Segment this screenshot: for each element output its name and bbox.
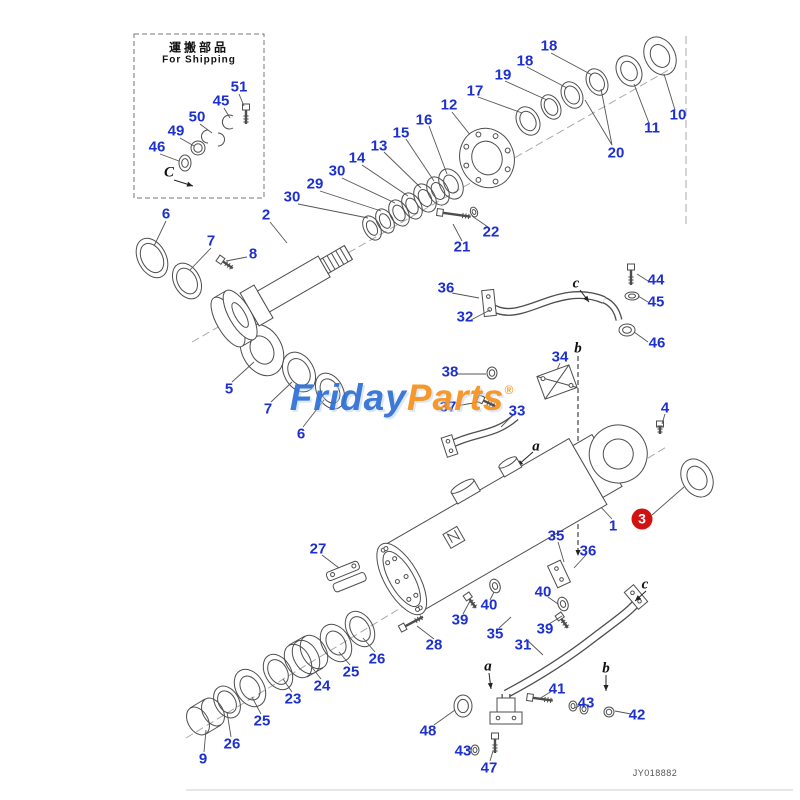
watermark-brand-first: Friday (289, 377, 407, 418)
part-number-callout-14: 14 (348, 149, 366, 167)
part-number-callout-1: 1 (608, 517, 618, 535)
part-number-callout-48: 48 (419, 722, 437, 740)
part-number-callout-39: 39 (536, 620, 554, 638)
part-number-callout-39: 39 (451, 611, 469, 629)
reference-letter-b: b (574, 340, 582, 357)
part-number-callout-36: 36 (579, 542, 597, 560)
part-number-callout-40: 40 (480, 596, 498, 614)
part-number-callout-37: 37 (439, 398, 457, 416)
part-number-callout-5: 5 (224, 380, 234, 398)
part-number-callout-6: 6 (161, 205, 171, 223)
drawing-base (133, 33, 793, 791)
part-number-callout-46: 46 (148, 138, 166, 156)
cylinder-tube-assembly (376, 424, 648, 616)
watermark: FridayParts® (290, 377, 514, 419)
part-number-callout-46: 46 (648, 334, 666, 352)
reference-letter-b: b (602, 660, 610, 677)
part-number-callout-11: 11 (644, 119, 660, 137)
shipping-box-title-jp: 運搬部品 (168, 40, 230, 55)
part-number-callout-15: 15 (392, 124, 410, 142)
part-number-callout-42: 42 (628, 706, 646, 724)
watermark-brand-second: Parts (406, 377, 505, 418)
part-number-callout-18: 18 (516, 52, 534, 70)
part-number-callout-27: 27 (309, 540, 327, 558)
part-number-callout-29: 29 (306, 175, 324, 193)
part-number-callout-13: 13 (370, 137, 388, 155)
part-number-callout-16: 16 (415, 111, 433, 129)
part-number-callout-33: 33 (508, 402, 526, 420)
reference-letter-a: a (484, 658, 492, 675)
part-number-callout-18: 18 (540, 37, 558, 55)
part-number-callout-26: 26 (368, 650, 386, 668)
part-number-callout-21: 21 (453, 238, 471, 256)
part-number-callout-31: 31 (514, 636, 532, 654)
shipping-box-title-en: For Shipping (162, 54, 236, 66)
part-number-callout-40: 40 (534, 583, 552, 601)
part-number-callout-26: 26 (223, 735, 241, 753)
part-number-callout-41: 41 (548, 680, 566, 698)
part-number-callout-20: 20 (607, 144, 625, 162)
part-number-callout-49: 49 (167, 122, 185, 140)
part-number-callout-24: 24 (313, 677, 331, 695)
part-number-callout-22: 22 (482, 223, 500, 241)
pipe-clamp-34 (536, 364, 578, 400)
part-number-callout-8: 8 (248, 245, 258, 263)
part-number-callout-45: 45 (647, 293, 665, 311)
part-number-callout-50: 50 (188, 108, 206, 126)
part-number-callout-2: 2 (261, 206, 271, 224)
reference-letter-c: c (641, 576, 649, 593)
part-number-callout-51: 51 (230, 78, 248, 96)
highlighted-part-callout-3: 3 (631, 508, 653, 530)
pipe-clamp-27 (325, 560, 367, 593)
part-number-callout-45: 45 (212, 92, 230, 110)
reference-letter-c: c (572, 275, 580, 292)
part-number-callout-4: 4 (660, 399, 670, 417)
part-number-callout-43: 43 (454, 742, 472, 760)
part-number-callout-35: 35 (486, 625, 504, 643)
part-number-callout-9: 9 (198, 750, 208, 768)
part-number-callout-35: 35 (547, 527, 565, 545)
reference-letter-a: a (532, 438, 540, 455)
cylinder-head (459, 127, 515, 189)
reference-letter-C: C (163, 164, 175, 181)
doc-number: JY018882 (632, 768, 678, 778)
part-number-callout-30: 30 (283, 188, 301, 206)
part-number-callout-19: 19 (494, 66, 512, 84)
part-number-callout-38: 38 (441, 363, 459, 381)
registered-trademark-icon: ® (504, 383, 515, 397)
part-number-callout-28: 28 (425, 636, 443, 654)
part-number-callout-34: 34 (551, 348, 569, 366)
part-number-callout-7: 7 (263, 400, 273, 418)
piston-rod-assembly (210, 244, 354, 348)
part-number-callout-36: 36 (437, 279, 455, 297)
part-number-callout-25: 25 (253, 712, 271, 730)
part-number-callout-17: 17 (466, 82, 484, 100)
part-number-callout-44: 44 (647, 271, 665, 289)
part-number-callout-23: 23 (284, 690, 302, 708)
part-number-callout-6: 6 (296, 425, 306, 443)
part-number-callout-47: 47 (480, 759, 498, 777)
part-number-callout-10: 10 (669, 106, 687, 124)
part-number-callout-32: 32 (456, 308, 474, 326)
part-number-callout-7: 7 (206, 232, 216, 250)
part-number-callout-12: 12 (440, 96, 458, 114)
part-number-callout-30: 30 (328, 162, 346, 180)
part-number-callout-43: 43 (577, 694, 595, 712)
part-number-callout-25: 25 (342, 663, 360, 681)
